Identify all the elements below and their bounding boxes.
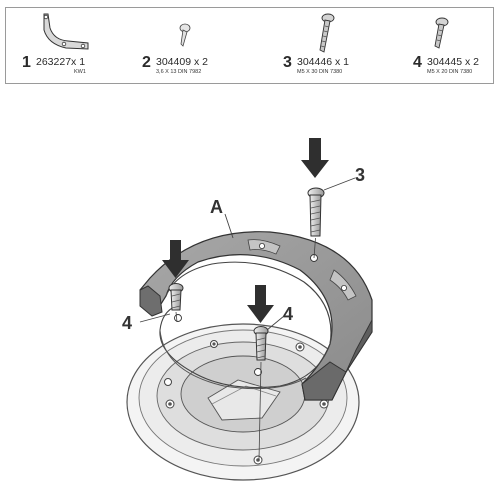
callout-label-3: 3 — [355, 165, 365, 185]
bolt-hole — [295, 342, 305, 352]
callout-label-4-center: 4 — [283, 304, 293, 324]
bolt-hole — [164, 378, 172, 386]
long-bolt-icon — [319, 13, 335, 53]
parts-legend: 1 263227x 1 KW1 2 304409 x 2 3,6 X 13 DI… — [5, 7, 494, 84]
bolt-4-left — [168, 283, 184, 323]
part-code: 304409 x 2 — [156, 56, 208, 68]
part-2: 2 304409 x 2 3,6 X 13 DIN 7982 — [126, 8, 251, 85]
bolt-hole — [319, 399, 329, 409]
tank-ring — [139, 231, 373, 401]
arrow-down-icon — [247, 285, 274, 323]
part-1: 1 263227x 1 KW1 — [6, 8, 126, 85]
part-spec: M5 X 30 DIN 7380 — [297, 69, 343, 75]
arrow-down-icon — [301, 138, 329, 178]
part-number: 3 — [283, 54, 292, 71]
ring-mounting-hole — [258, 242, 265, 249]
callout-label-4-left: 4 — [122, 313, 132, 333]
callout-label-a: A — [210, 197, 223, 217]
small-screw-icon — [179, 23, 191, 47]
short-bolt-icon — [434, 17, 449, 49]
bolt-hole — [253, 455, 263, 465]
part-spec: 3,6 X 13 DIN 7982 — [156, 69, 202, 75]
part-4: 4 304445 x 2 M5 X 20 DIN 7380 — [401, 8, 495, 85]
bolt-4-center — [253, 326, 269, 461]
bolt-hole — [210, 340, 218, 348]
ring-mounting-hole — [174, 314, 182, 322]
part-spec: M5 X 20 DIN 7380 — [427, 69, 473, 75]
part-code: 263227x 1 — [36, 56, 86, 68]
bolt-hole — [165, 399, 175, 409]
ring-mounting-hole — [254, 368, 262, 376]
assembly-diagram: A 3 4 4 — [122, 138, 373, 481]
part-number: 4 — [413, 54, 422, 71]
part-code: 304446 x 1 — [297, 56, 349, 68]
part-code: 304445 x 2 — [427, 56, 479, 68]
arrow-down-icon — [162, 240, 189, 278]
part-number: 2 — [142, 54, 151, 71]
bracket-icon — [43, 13, 89, 50]
part-number: 1 — [22, 54, 31, 71]
bolt-3 — [307, 187, 325, 259]
leader-lines — [139, 177, 356, 331]
ring-mounting-hole — [340, 284, 347, 291]
part-spec: KW1 — [74, 69, 86, 75]
part-3: 3 304446 x 1 M5 X 30 DIN 7380 — [271, 8, 391, 85]
tank-cap — [126, 323, 360, 481]
